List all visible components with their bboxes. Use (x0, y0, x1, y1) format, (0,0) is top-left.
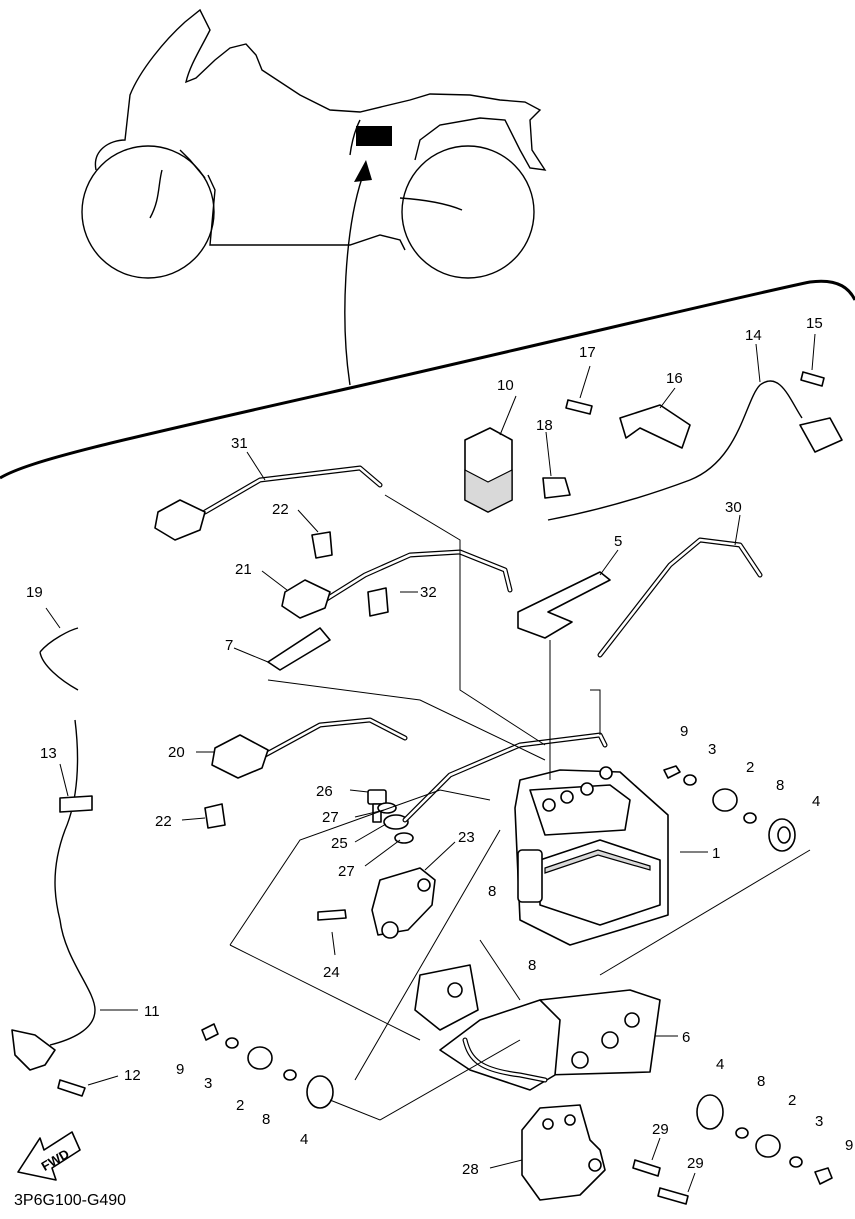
brake-pipes (202, 465, 763, 1083)
rear-brake-line (399, 197, 463, 211)
bolt-22-upper (311, 531, 333, 559)
bolt-32 (367, 587, 389, 617)
callout-15: 15 (806, 315, 823, 332)
callout-25: 25 (331, 835, 348, 852)
callout-19: 19 (26, 584, 43, 601)
clamp-18 (542, 477, 571, 499)
callout-8-upper-right: 8 (776, 777, 784, 794)
callout-9-lower-right: 9 (845, 1137, 853, 1154)
abs-hydraulic-unit (514, 766, 669, 946)
callout-9-upper: 9 (680, 723, 688, 740)
callout-5: 5 (614, 533, 622, 550)
callout-23: 23 (458, 829, 475, 846)
diagram-code: 3P6G100-G490 (14, 1192, 126, 1209)
mount-hardware-lower-right (696, 1094, 833, 1185)
clamp-13 (59, 795, 93, 813)
callout-8-lower-right: 8 (757, 1073, 765, 1090)
upper-parts (464, 371, 843, 639)
callout-27-lower: 27 (338, 863, 355, 880)
bolt-12 (57, 1079, 86, 1097)
callout-12: 12 (124, 1067, 141, 1084)
callout-numbers: 1 2 2 2 3 3 3 4 4 4 5 6 7 8 8 8 8 8 9 9 … (26, 315, 853, 1178)
callout-4-upper: 4 (812, 793, 820, 810)
callout-29-upper: 29 (652, 1121, 669, 1138)
mount-hardware-upper (663, 765, 796, 852)
valve-block-28 (521, 1104, 689, 1205)
wheel-sensor-11 (11, 1029, 56, 1071)
pipe-holders (154, 499, 389, 829)
callout-30: 30 (725, 499, 742, 516)
callout-3-lower-right: 3 (815, 1113, 823, 1130)
front-sensor-assembly (11, 627, 96, 1097)
bike-lower-frame (207, 174, 406, 251)
callout-8-lower-left: 8 (262, 1111, 270, 1128)
front-brake-line (149, 169, 163, 219)
callout-2-lower-left: 2 (236, 1097, 244, 1114)
callout-8-center-upper: 8 (488, 883, 496, 900)
callout-2-lower-right: 2 (788, 1092, 796, 1109)
callout-32: 32 (420, 584, 437, 601)
callout-21: 21 (235, 561, 252, 578)
callout-11: 11 (144, 1003, 160, 1020)
callout-28: 28 (462, 1161, 479, 1178)
callout-14: 14 (745, 327, 762, 344)
callout-26: 26 (316, 783, 333, 800)
callout-10: 10 (497, 377, 514, 394)
guide-lines (229, 494, 811, 1121)
callout-17: 17 (579, 344, 596, 361)
bolt-22-lower (204, 803, 226, 829)
callout-9-lower-left: 9 (176, 1061, 184, 1078)
callout-18: 18 (536, 417, 553, 434)
callout-24: 24 (323, 964, 340, 981)
callout-20: 20 (168, 744, 185, 761)
callout-4-lower-right: 4 (716, 1056, 724, 1073)
callout-3-lower-left: 3 (204, 1075, 212, 1092)
callout-27-upper: 27 (322, 809, 339, 826)
abs-bracket (414, 964, 661, 1091)
callout-8-center-lower: 8 (528, 957, 536, 974)
front-fork (179, 149, 206, 179)
callout-13: 13 (40, 745, 57, 762)
callout-7: 7 (225, 637, 233, 654)
callout-22-upper: 22 (272, 501, 289, 518)
bike-body-outline (94, 8, 547, 171)
guide-19 (39, 627, 79, 691)
callout-29-lower: 29 (687, 1155, 704, 1172)
holder-31 (154, 499, 206, 541)
rear-wheel (401, 145, 535, 279)
callout-22-lower: 22 (155, 813, 172, 830)
fwd-arrow: FWD (17, 1131, 81, 1181)
callout-2-upper: 2 (746, 759, 754, 776)
callout-1: 1 (712, 845, 720, 862)
callout-16: 16 (666, 370, 683, 387)
plate-5 (517, 571, 611, 639)
sensor-cable-11 (49, 719, 96, 1046)
holder-20 (211, 734, 269, 779)
bolt-17 (565, 399, 593, 415)
marker-bracket (349, 119, 361, 156)
abs-location-marker (356, 126, 392, 146)
callout-3-upper: 3 (708, 741, 716, 758)
bracket-16 (619, 404, 691, 449)
holder-21 (281, 579, 331, 619)
detail-area-border (0, 279, 855, 480)
mount-hardware-lower-left (201, 1023, 334, 1109)
plate-7 (267, 627, 331, 671)
callout-31: 31 (231, 435, 248, 452)
location-arrow-head (354, 160, 372, 182)
location-arrow-line (344, 177, 363, 386)
sensor-rear-14 (799, 417, 843, 453)
callout-6: 6 (682, 1029, 690, 1046)
front-wheel (81, 145, 215, 279)
bolt-15 (800, 371, 825, 387)
callout-4-lower-left: 4 (300, 1131, 308, 1148)
motorcycle-overview (81, 8, 547, 386)
callout-leaders (45, 333, 816, 1193)
